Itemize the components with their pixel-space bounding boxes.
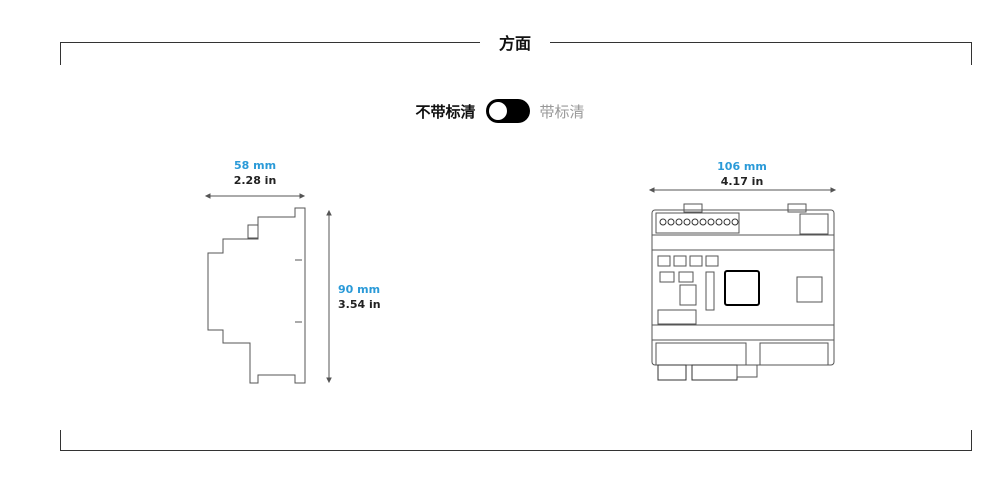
side-width-dimension: 58 mm 2.28 in: [215, 158, 295, 188]
label-toggle-row: 不带标清 带标清: [0, 99, 1000, 123]
front-width-mm: 106 mm: [717, 160, 767, 173]
label-toggle-switch[interactable]: [485, 99, 530, 123]
toggle-knob: [488, 102, 507, 120]
front-view-drawing: [648, 187, 837, 381]
side-width-in: 2.28 in: [233, 174, 277, 187]
toggle-right-label[interactable]: 带标清: [539, 102, 585, 121]
toggle-left-label[interactable]: 不带标清: [415, 102, 476, 121]
side-width-mm: 58 mm: [233, 159, 277, 172]
front-width-in: 4.17 in: [720, 175, 764, 188]
side-height-dimension: 90 mm 3.54 in: [338, 282, 388, 312]
section-title: 方面: [480, 30, 550, 54]
side-height-mm: 90 mm: [338, 283, 381, 296]
front-width-dimension: 106 mm 4.17 in: [702, 159, 782, 189]
section-frame-bottom: [60, 430, 972, 451]
side-view-drawing: [204, 193, 332, 384]
side-height-in: 3.54 in: [338, 298, 381, 311]
